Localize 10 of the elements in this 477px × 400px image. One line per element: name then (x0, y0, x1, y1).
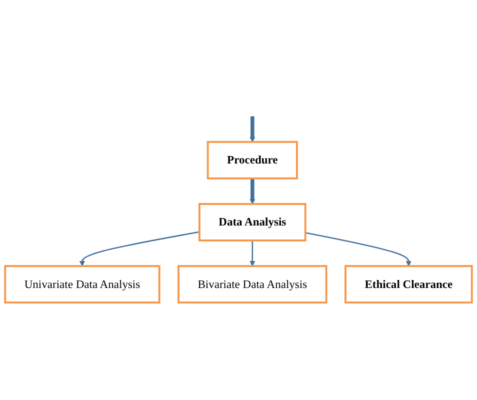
arrow (79, 231, 200, 266)
arrow (250, 116, 256, 142)
node-box: Bivariate Data Analysis (178, 265, 328, 304)
arrow (305, 232, 412, 266)
arrow (250, 240, 256, 266)
node-box: Ethical Clearance (344, 265, 473, 304)
node-box: Univariate Data Analysis (4, 265, 160, 304)
node-box: Procedure (206, 141, 298, 180)
node-box: Data Analysis (198, 203, 306, 242)
arrow (250, 178, 256, 204)
